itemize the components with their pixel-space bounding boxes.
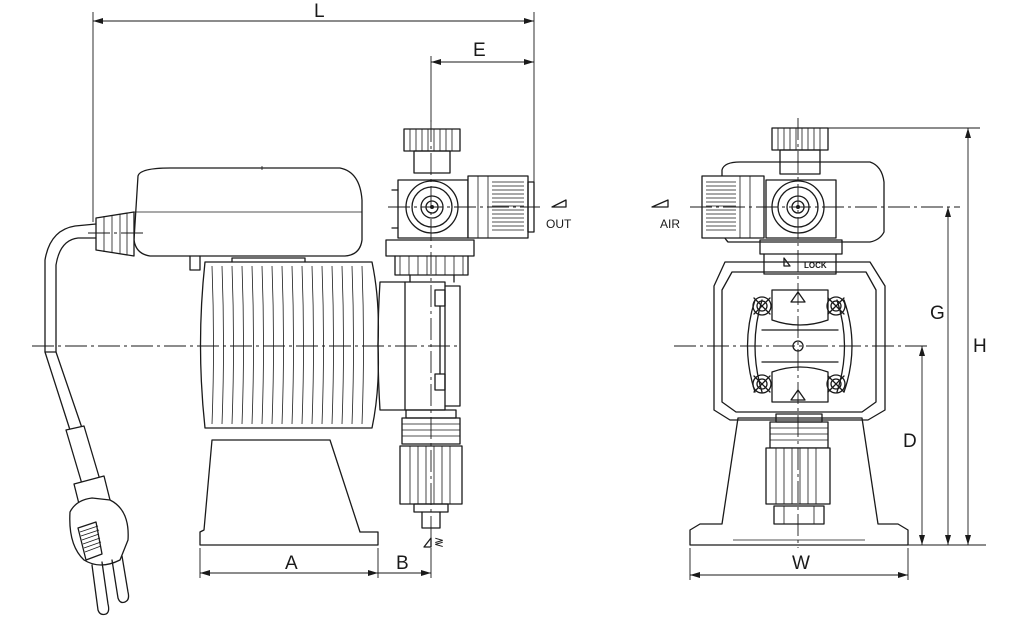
dimension-H: H <box>828 127 987 546</box>
side-discharge-valve <box>385 128 475 283</box>
front-view: LOCK AIR <box>651 118 960 548</box>
motor-fin <box>291 265 294 425</box>
dimension-W-label: W <box>792 553 810 574</box>
motor-fin <box>341 265 344 425</box>
side-view: OUT ≷ <box>32 120 572 616</box>
motor-fin <box>251 265 254 425</box>
dimension-W: W <box>689 548 909 580</box>
motor-fin <box>211 265 214 425</box>
motor-fin <box>231 265 234 425</box>
side-motor-body <box>199 257 380 429</box>
motor-fin <box>301 265 304 425</box>
motor-fin <box>361 265 364 425</box>
bolt-top-left <box>752 296 772 316</box>
motor-fin <box>321 265 324 425</box>
motor-fin <box>271 265 274 425</box>
dimension-B: B <box>378 548 432 578</box>
dimension-A-label: A <box>285 553 298 574</box>
motor-fin <box>281 265 284 425</box>
dimension-G: G <box>908 207 960 546</box>
in-symbol: ≷ <box>434 535 444 549</box>
lock-label: LOCK <box>804 261 827 270</box>
bolt-bottom-left <box>752 374 772 394</box>
in-arrow: ≷ <box>423 535 444 549</box>
dimension-L-label: L <box>314 1 325 22</box>
out-label: OUT <box>546 217 572 231</box>
front-base <box>689 417 909 546</box>
air-label: AIR <box>660 217 680 231</box>
bolt-bottom-right <box>826 374 846 394</box>
dimensions: L E A B W <box>92 1 987 580</box>
side-base <box>199 439 379 546</box>
dimension-A: A <box>199 548 379 578</box>
motor-fin <box>351 265 354 425</box>
out-arrow: OUT <box>546 199 572 231</box>
dimension-L: L <box>92 1 535 222</box>
dimension-E: E <box>430 40 534 122</box>
dimension-G-label: G <box>930 303 945 324</box>
front-bolts <box>752 296 846 394</box>
side-control-housing <box>133 166 363 271</box>
dimension-B-label: B <box>396 553 409 574</box>
motor-fin <box>241 265 244 425</box>
motor-fin <box>261 265 264 425</box>
side-cable-gland <box>44 211 135 353</box>
front-head-body <box>713 261 886 421</box>
dimension-E-label: E <box>473 40 486 61</box>
side-power-plug <box>44 351 130 616</box>
dimension-H-label: H <box>973 336 987 357</box>
dimension-D: D <box>903 346 925 545</box>
bolt-top-right <box>826 296 846 316</box>
motor-fin <box>221 265 224 425</box>
dimension-D-label: D <box>903 431 917 452</box>
motor-fin <box>331 265 334 425</box>
motor-fin <box>311 265 314 425</box>
front-discharge-valve: LOCK <box>759 127 843 275</box>
air-arrow: AIR <box>651 199 680 231</box>
